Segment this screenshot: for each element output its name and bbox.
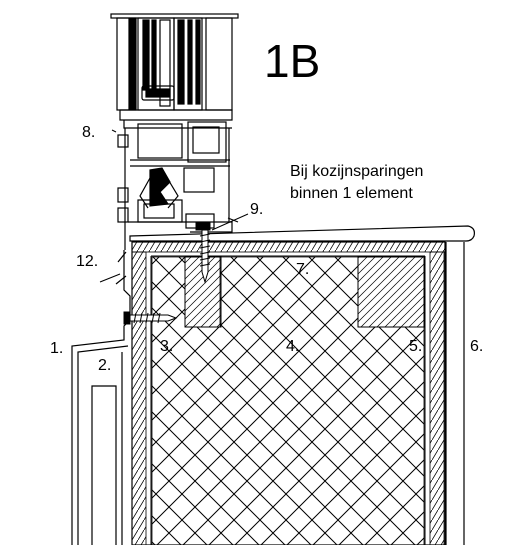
note-line-1: Bij kozijnsparingen — [290, 163, 424, 180]
callout-4: 4. — [286, 338, 300, 355]
callout-7: 7. — [296, 261, 310, 278]
note-line-2: binnen 1 element — [290, 185, 413, 202]
callout-3: 3. — [160, 338, 174, 355]
window-frame-profile — [110, 13, 239, 250]
callout-9: 9. — [250, 201, 264, 218]
screw-9 — [195, 221, 211, 284]
screw-12 — [123, 311, 178, 325]
leader-lines — [99, 129, 249, 283]
callout-12: 12. — [76, 253, 99, 270]
detail-title: 1B — [264, 35, 321, 87]
callout-5: 5. — [409, 338, 423, 355]
sill-board — [129, 225, 475, 242]
cladding-profile — [71, 250, 131, 545]
callout-8: 8. — [82, 124, 96, 141]
callout-1: 1. — [50, 340, 64, 357]
callout-2: 2. — [98, 357, 112, 374]
reveal-panel — [445, 242, 465, 545]
callout-6: 6. — [470, 338, 484, 355]
wall-element — [131, 241, 446, 546]
